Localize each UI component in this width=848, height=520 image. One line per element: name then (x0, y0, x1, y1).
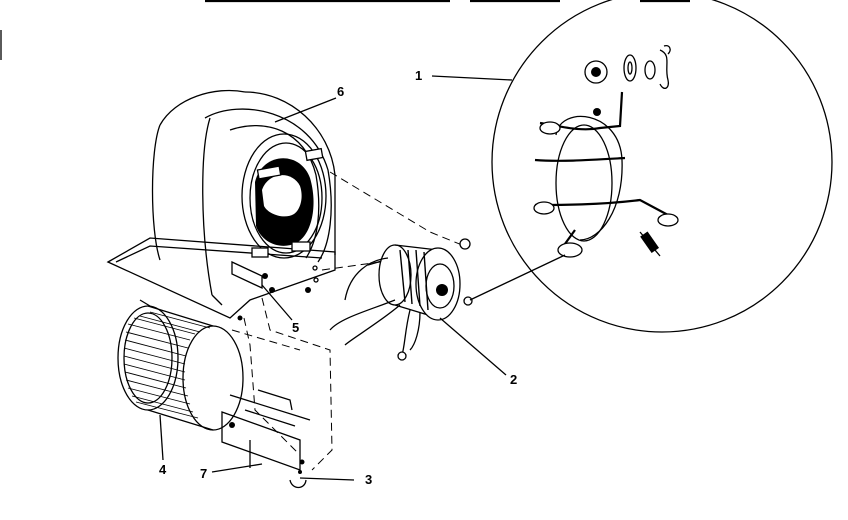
detail-leader-line (469, 254, 566, 301)
callout-2: 2 (510, 372, 517, 387)
leader-lines (159, 75, 513, 481)
top-border (0, 0, 690, 60)
blower-wheel (117, 299, 244, 431)
capacitor-bracket (221, 389, 311, 489)
callout-7: 7 (200, 466, 207, 481)
callout-6: 6 (337, 84, 344, 99)
callout-5: 5 (292, 320, 299, 335)
blower-motor (329, 238, 473, 361)
blower-housing (106, 89, 336, 321)
callout-4: 4 (159, 462, 167, 477)
callout-1: 1 (415, 68, 422, 83)
callout-3: 3 (365, 472, 372, 487)
motor-mount-kit-detail (491, 0, 833, 333)
